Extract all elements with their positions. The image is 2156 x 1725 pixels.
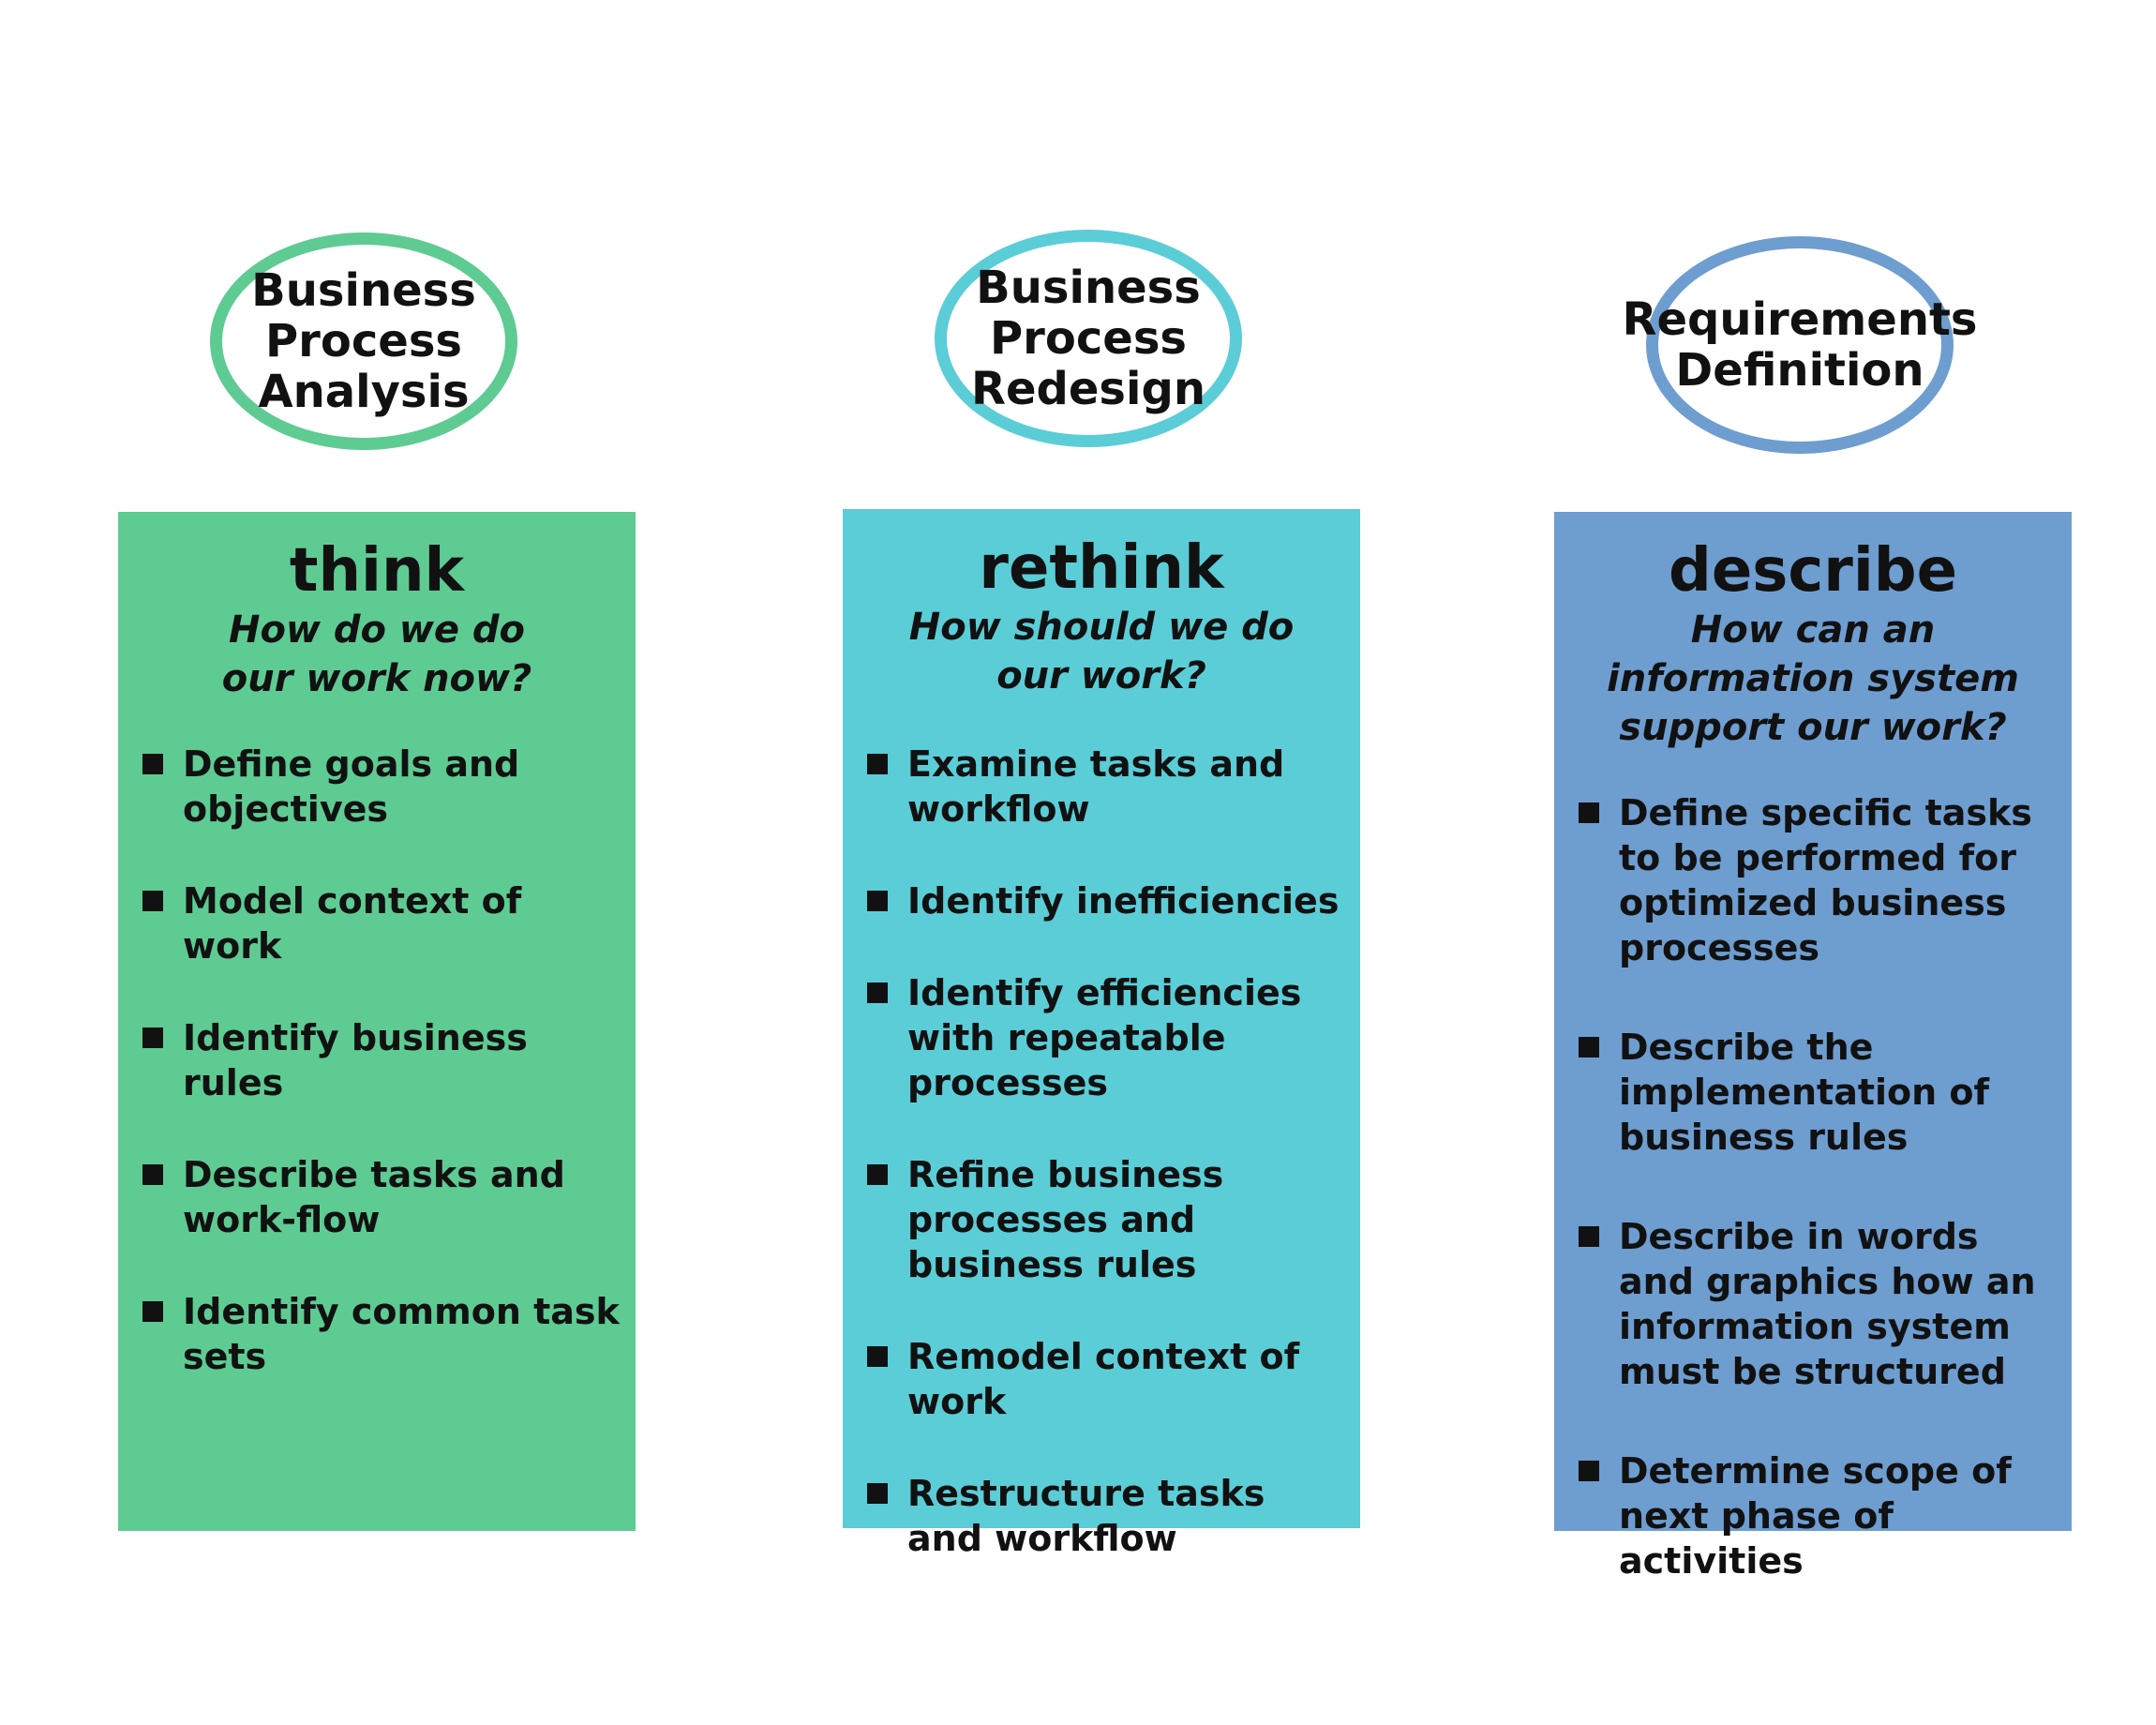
list-item: Identify inefficiencies bbox=[867, 878, 1349, 923]
bullet-square-icon bbox=[142, 754, 163, 774]
list-item-text: Identify common task sets bbox=[183, 1291, 620, 1377]
panel-title: describe bbox=[1669, 536, 1957, 606]
list-item: Examine tasks and workflow bbox=[867, 742, 1349, 832]
phase-heading: Business Process Redesign bbox=[971, 262, 1205, 414]
bullet-square-icon bbox=[867, 1346, 888, 1367]
panel-title: rethink bbox=[979, 533, 1224, 603]
column-requirements-definition: Requirements Definition describe How can… bbox=[1554, 0, 2072, 1725]
phase-heading: Requirements Definition bbox=[1623, 294, 1978, 396]
phase-oval-redesign: Business Process Redesign bbox=[935, 230, 1242, 447]
bullet-square-icon bbox=[142, 1164, 163, 1185]
list-item: Describe tasks and work-flow bbox=[142, 1152, 624, 1242]
question-line: How should we do bbox=[908, 606, 1295, 649]
phase-heading: Business Process Analysis bbox=[251, 265, 476, 417]
phase-heading-line: Process bbox=[265, 315, 462, 368]
bullet-square-icon bbox=[1579, 1461, 1599, 1481]
list-item: Define specific tasks to be performed fo… bbox=[1579, 790, 2060, 970]
bullet-square-icon bbox=[142, 1028, 163, 1048]
list-item: Define goals and objectives bbox=[142, 742, 624, 832]
question-line: our work? bbox=[996, 654, 1206, 698]
question-line: our work now? bbox=[221, 657, 532, 700]
bullet-square-icon bbox=[142, 891, 163, 911]
list-item-text: Identify inefficiencies bbox=[907, 880, 1340, 922]
column-business-process-analysis: Business Process Analysis think How do w… bbox=[118, 0, 636, 1725]
list-item: Describe in words and graphics how an in… bbox=[1579, 1214, 2060, 1394]
list-item: Identify efficiencies with repeatable pr… bbox=[867, 970, 1349, 1105]
phase-heading-line: Definition bbox=[1675, 344, 1924, 397]
list-item-text: Model context of work bbox=[183, 880, 522, 967]
list-item: Identify business rules bbox=[142, 1015, 624, 1105]
list-item: Remodel context of work bbox=[867, 1334, 1349, 1424]
list-item: Refine business processes and business r… bbox=[867, 1152, 1349, 1287]
list-item: Determine scope of next phase of activit… bbox=[1579, 1448, 2060, 1583]
activity-list: Examine tasks and workflow Identify inef… bbox=[867, 742, 1349, 1608]
list-item-text: Identify efficiencies with repeatable pr… bbox=[907, 972, 1302, 1103]
phase-heading-line: Process bbox=[990, 312, 1187, 365]
question-line: information system bbox=[1607, 657, 2019, 700]
list-item-text: Determine scope of next phase of activit… bbox=[1619, 1450, 2012, 1582]
list-item-text: Describe in words and graphics how an in… bbox=[1619, 1216, 2036, 1392]
activity-list: Define specific tasks to be performed fo… bbox=[1579, 790, 2060, 1638]
list-item-text: Describe the implementation of business … bbox=[1619, 1027, 1990, 1158]
question-line: How do we do bbox=[229, 608, 525, 652]
bullet-square-icon bbox=[1579, 1226, 1599, 1247]
column-business-process-redesign: Business Process Redesign rethink How sh… bbox=[843, 0, 1360, 1725]
list-item-text: Restructure tasks and workflow bbox=[907, 1473, 1265, 1559]
phase-panel-think: think How do we do our work now? Define … bbox=[118, 512, 636, 1531]
phase-panel-rethink: rethink How should we do our work? Exami… bbox=[843, 509, 1360, 1559]
list-item-text: Examine tasks and workflow bbox=[907, 743, 1285, 830]
panel-question: How do we do our work now? bbox=[118, 606, 636, 703]
list-item: Restructure tasks and workflow bbox=[867, 1471, 1349, 1561]
list-item: Describe the implementation of business … bbox=[1579, 1025, 2060, 1160]
phase-heading-line: Business bbox=[251, 264, 476, 317]
bullet-square-icon bbox=[867, 891, 888, 911]
phase-panel-describe: describe How can an information system s… bbox=[1554, 512, 2072, 1582]
bullet-square-icon bbox=[867, 1164, 888, 1185]
phase-oval-requirements: Requirements Definition bbox=[1623, 236, 1978, 454]
list-item-text: Remodel context of work bbox=[907, 1336, 1300, 1422]
panel-question: How can an information system support ou… bbox=[1554, 606, 2072, 752]
question-line: How can an bbox=[1690, 608, 1936, 652]
list-item-text: Refine business processes and business r… bbox=[907, 1154, 1224, 1285]
phase-heading-line: Requirements bbox=[1622, 293, 1978, 346]
list-item: Model context of work bbox=[142, 878, 624, 968]
bullet-square-icon bbox=[867, 982, 888, 1003]
list-item-text: Describe tasks and work-flow bbox=[183, 1154, 565, 1240]
list-item-text: Define specific tasks to be performed fo… bbox=[1619, 792, 2032, 968]
bullet-square-icon bbox=[1579, 1037, 1599, 1058]
bullet-square-icon bbox=[1579, 802, 1599, 823]
list-item: Identify common task sets bbox=[142, 1289, 624, 1379]
list-item-text: Define goals and objectives bbox=[183, 743, 520, 830]
phase-heading-line: Redesign bbox=[971, 363, 1205, 415]
phase-oval-analysis: Business Process Analysis bbox=[210, 232, 517, 450]
phase-heading-line: Business bbox=[976, 262, 1201, 314]
bullet-square-icon bbox=[867, 1483, 888, 1504]
list-item-text: Identify business rules bbox=[183, 1017, 528, 1103]
bullet-square-icon bbox=[142, 1301, 163, 1322]
bullet-square-icon bbox=[867, 754, 888, 774]
question-line: support our work? bbox=[1619, 706, 2007, 749]
phase-heading-line: Analysis bbox=[258, 366, 470, 418]
panel-title: think bbox=[289, 536, 465, 606]
panel-question: How should we do our work? bbox=[843, 603, 1360, 700]
activity-list: Define goals and objectives Model contex… bbox=[142, 742, 624, 1426]
